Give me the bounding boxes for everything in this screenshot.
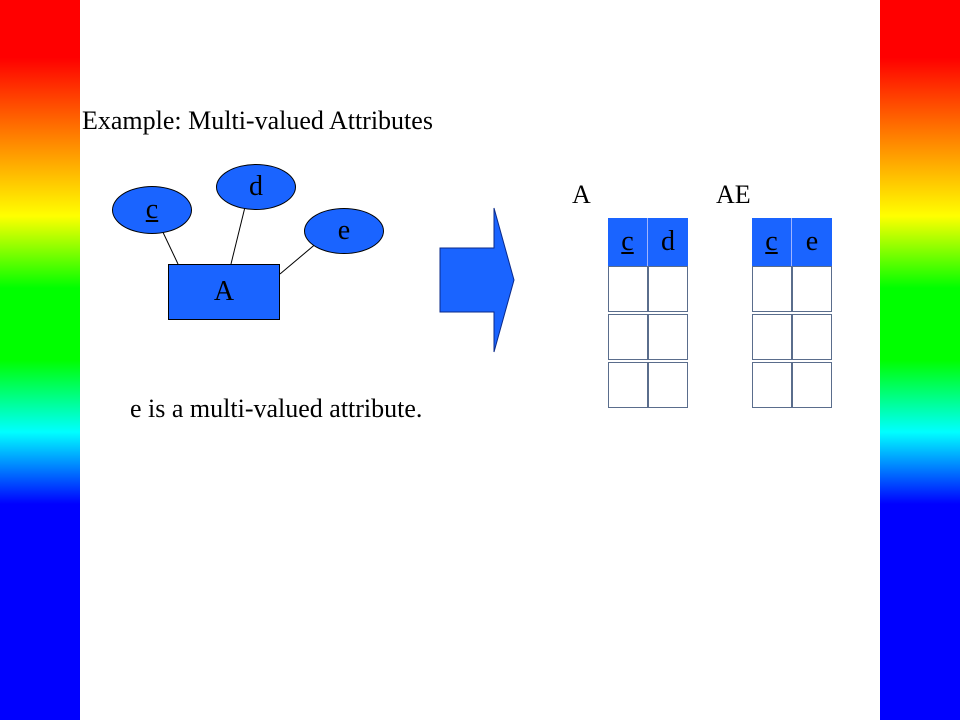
attribute-e-ellipse: e <box>304 208 384 254</box>
table-ae: c e <box>752 218 834 410</box>
table-a-cell <box>608 266 648 312</box>
attribute-c-ellipse: c <box>112 186 192 234</box>
slide-caption: e is a multi-valued attribute. <box>130 394 423 423</box>
attribute-c-label: c <box>145 194 159 225</box>
connector-e <box>279 241 319 275</box>
table-a-header-d: d <box>648 218 688 266</box>
table-a-header-c: c <box>608 218 648 266</box>
table-ae-header-e: e <box>792 218 832 266</box>
table-a: c d <box>608 218 690 410</box>
table-a-cell <box>648 266 688 312</box>
table-a-cell <box>608 362 648 408</box>
table-ae-cell <box>792 266 832 312</box>
table-ae-header-c: c <box>752 218 792 266</box>
table-ae-cell <box>752 314 792 360</box>
table-ae-cell <box>792 362 832 408</box>
table-a-cell <box>648 362 688 408</box>
table-ae-name: AE <box>716 180 751 209</box>
connector-d <box>230 206 246 265</box>
attribute-d-ellipse: d <box>216 164 296 210</box>
slide-title: Example: Multi-valued Attributes <box>82 106 433 135</box>
table-ae-cell <box>792 314 832 360</box>
right-gradient-bar <box>880 0 960 720</box>
right-arrow-icon <box>439 207 515 353</box>
table-ae-cell <box>752 362 792 408</box>
entity-a-box: A <box>168 264 280 320</box>
table-a-name: A <box>572 180 591 209</box>
table-a-cell <box>608 314 648 360</box>
attribute-d-label: d <box>249 171 263 202</box>
attribute-e-label: e <box>337 215 351 246</box>
table-a-cell <box>648 314 688 360</box>
entity-a-label: A <box>213 276 235 307</box>
left-gradient-bar <box>0 0 80 720</box>
table-ae-cell <box>752 266 792 312</box>
